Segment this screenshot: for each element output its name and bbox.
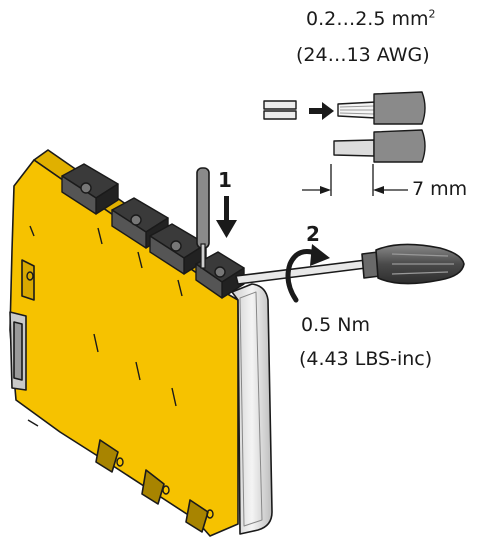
screwdriver <box>235 243 465 285</box>
torque-imperial-label: (4.43 LBS-inc) <box>299 348 433 370</box>
strip-length-label: 7 mm <box>412 178 468 200</box>
assembly-arrow <box>309 102 334 120</box>
dim-arrow-left <box>320 186 331 194</box>
insertion-tool <box>196 167 210 269</box>
torque-metric-label: 0.5 Nm <box>301 314 370 336</box>
awg-range-label: (24…13 AWG) <box>296 44 430 66</box>
wire-prep-row-2 <box>333 129 426 163</box>
front-panel <box>231 283 273 535</box>
wire-prep-row-1 <box>263 91 426 125</box>
dim-arrow-right <box>373 186 384 194</box>
housing-slots <box>26 225 214 519</box>
step1-arrow <box>216 196 237 238</box>
exponent: 2 <box>428 7 436 21</box>
step-2-label: 2 <box>306 222 320 246</box>
step-1-label: 1 <box>218 168 232 192</box>
rotation-arrow-icon <box>285 244 330 303</box>
cross-section-label: 0.2…2.5 mm2 <box>306 7 436 30</box>
strip-length-dimension <box>302 164 408 196</box>
